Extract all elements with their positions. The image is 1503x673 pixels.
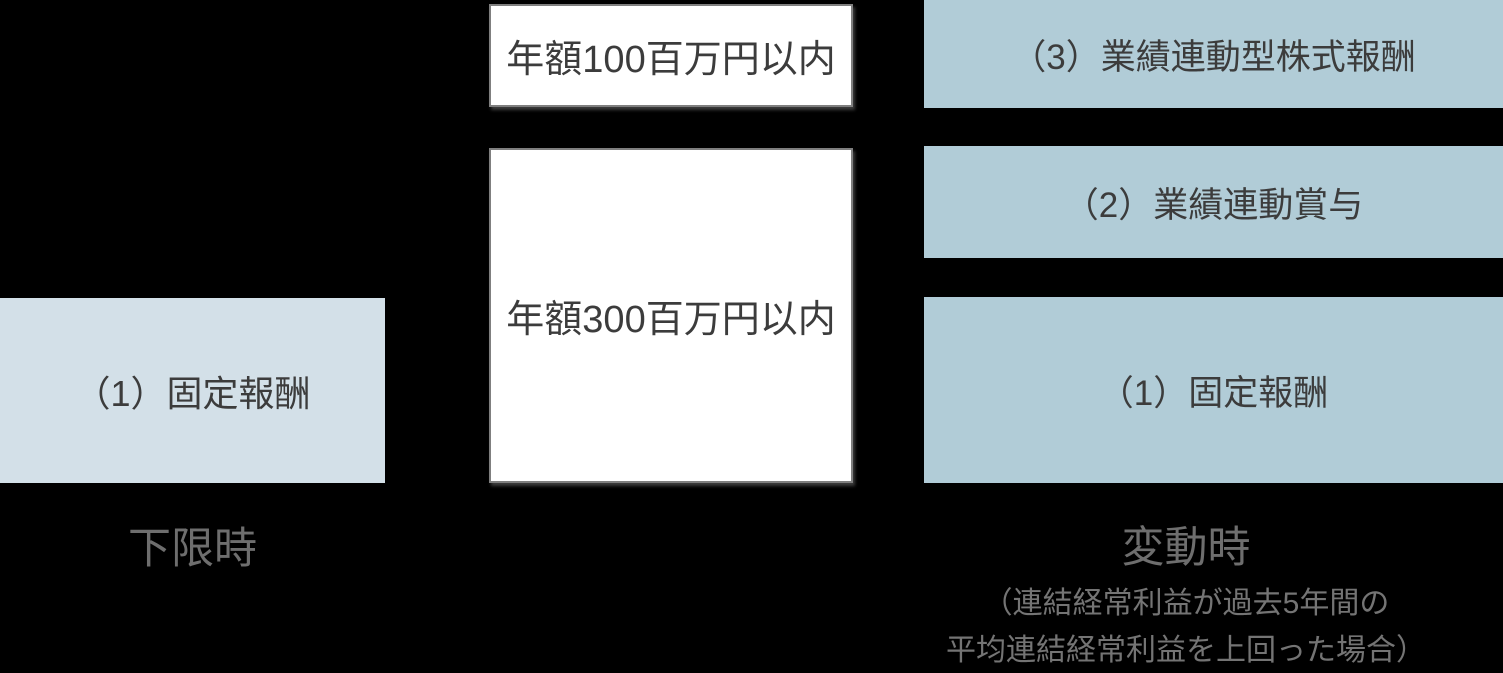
lower-limit-caption: 下限時 bbox=[128, 525, 257, 573]
performance-linked-bonus-box: （2）業績連動賞与 bbox=[924, 146, 1503, 258]
annual-cap-300m-label: 年額300百万円以内 bbox=[506, 299, 836, 341]
annual-cap-300m-box: 年額300百万円以内 bbox=[489, 148, 853, 483]
performance-linked-bonus-label: （2）業績連動賞与 bbox=[1063, 185, 1364, 225]
variable-time-note-line-1: （連結経常利益が過去5年間の bbox=[982, 587, 1390, 620]
variable-time-caption: 変動時 bbox=[1121, 524, 1251, 572]
annual-cap-100m-label: 年額100百万円以内 bbox=[506, 39, 836, 81]
fixed-compensation-box-variable: （1）固定報酬 bbox=[924, 297, 1503, 483]
performance-linked-stock-compensation-label: （3）業績連動型株式報酬 bbox=[1011, 37, 1416, 77]
variable-time-note-line-2: 平均連結経常利益を上回った場合） bbox=[946, 634, 1426, 667]
fixed-compensation-variable-label: （1）固定報酬 bbox=[1098, 373, 1329, 413]
performance-linked-stock-compensation-box: （3）業績連動型株式報酬 bbox=[924, 0, 1503, 108]
fixed-compensation-label: （1）固定報酬 bbox=[74, 372, 311, 414]
fixed-compensation-box-lower-limit: （1）固定報酬 bbox=[0, 298, 385, 483]
annual-cap-100m-box: 年額100百万円以内 bbox=[489, 4, 853, 107]
